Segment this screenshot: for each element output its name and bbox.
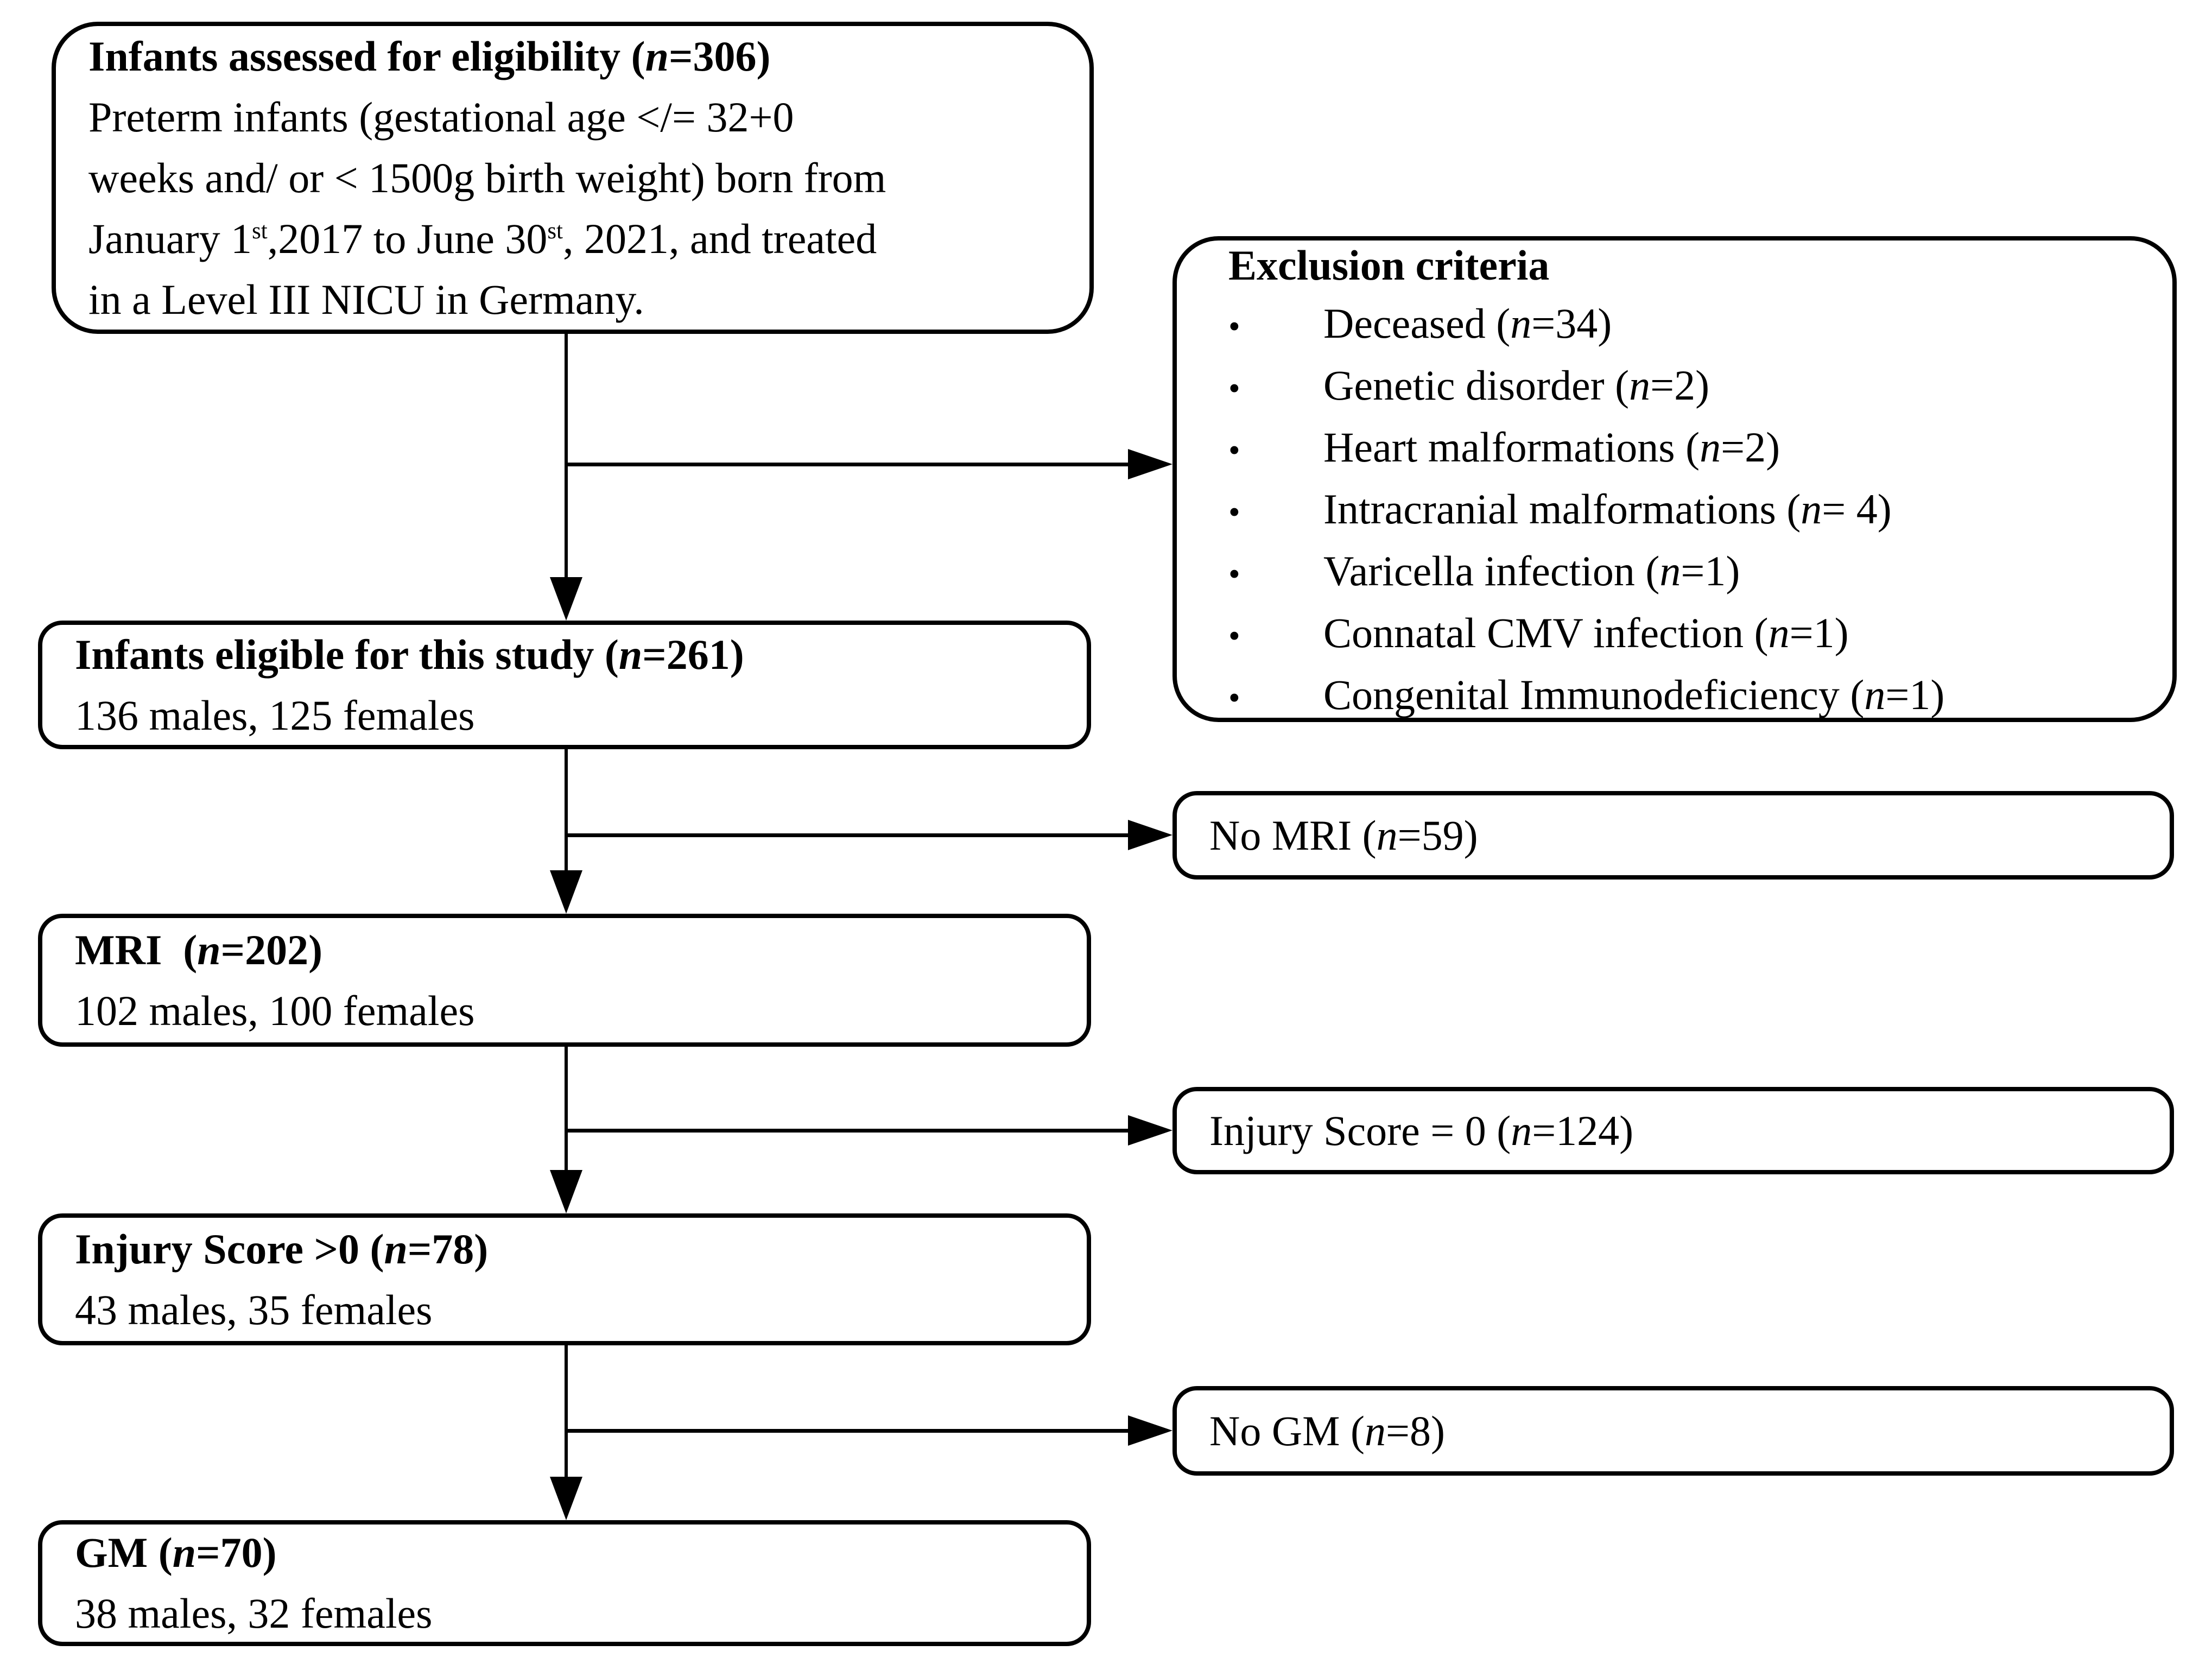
eligible-box: Infants eligible for this study (n=261) …	[38, 621, 1091, 749]
flow-line-injury-to-gm	[565, 1343, 568, 1477]
branch-line-exclusion	[566, 463, 1132, 466]
exclusion-item-deceased: • Deceased (n=34)	[1228, 294, 2156, 356]
exclusion-box: Exclusion criteria • Deceased (n=34) • G…	[1172, 236, 2177, 722]
injury-score-gt0-title: Injury Score >0 (n=78)	[75, 1225, 489, 1273]
exclusion-item-heart: • Heart malformations (n=2)	[1228, 418, 2156, 480]
assessed-body-line3: weeks and/ or < 1500g birth weight) born…	[88, 154, 886, 201]
gm-title: GM (n=70)	[75, 1529, 277, 1576]
arrowhead-down-eligible	[550, 577, 582, 621]
assessed-body-line4: January 1st,2017 to June 30st, 2021, and…	[88, 214, 877, 262]
exclusion-item-cmv: • Connatal CMV infection (n=1)	[1228, 604, 2156, 666]
flow-line-assessed-to-eligible	[565, 331, 568, 578]
bullet-icon: •	[1228, 556, 1240, 593]
no-mri-box: No MRI (n=59)	[1172, 791, 2174, 880]
no-gm-box: No GM (n=8)	[1172, 1386, 2174, 1476]
bullet-icon: •	[1228, 680, 1240, 717]
bullet-icon: •	[1228, 308, 1240, 345]
exclusion-title: Exclusion criteria	[1228, 242, 1550, 289]
arrowhead-right-exclusion	[1128, 449, 1172, 479]
mri-box: MRI (n=202) 102 males, 100 females	[38, 914, 1091, 1047]
no-gm-title: No GM (n=8)	[1209, 1407, 1445, 1454]
exclusion-item-immunodeficiency: • Congenital Immunodeficiency (n=1)	[1228, 666, 2156, 728]
exclusion-item-intracranial: • Intracranial malformations (n= 4)	[1228, 480, 2156, 542]
mri-title: MRI (n=202)	[75, 926, 323, 973]
branch-line-injury-zero	[566, 1129, 1132, 1133]
gm-subtext: 38 males, 32 females	[75, 1590, 433, 1637]
flow-line-mri-to-injury	[565, 1045, 568, 1170]
bullet-icon: •	[1228, 432, 1240, 469]
arrowhead-right-no-gm	[1128, 1415, 1172, 1446]
assessed-body-line2: Preterm infants (gestational age </= 32+…	[88, 93, 794, 141]
branch-line-no-gm	[566, 1429, 1132, 1433]
exclusion-item-varicella: • Varicella infection (n=1)	[1228, 542, 2156, 604]
bullet-icon: •	[1228, 370, 1240, 407]
arrowhead-down-gm	[550, 1477, 582, 1520]
assessed-title: Infants assessed for eligibility (n=306)	[88, 32, 771, 80]
eligible-title: Infants eligible for this study (n=261)	[75, 630, 744, 678]
injury-score-zero-box: Injury Score = 0 (n=124)	[1172, 1087, 2174, 1174]
arrowhead-right-injury-zero	[1128, 1115, 1172, 1146]
branch-line-no-mri	[566, 833, 1132, 837]
assessed-body-line5: in a Level III NICU in Germany.	[88, 275, 644, 323]
injury-score-zero-title: Injury Score = 0 (n=124)	[1209, 1106, 1634, 1154]
exclusion-item-genetic: • Genetic disorder (n=2)	[1228, 356, 2156, 418]
gm-box: GM (n=70) 38 males, 32 females	[38, 1520, 1091, 1646]
arrowhead-down-mri	[550, 870, 582, 914]
arrowhead-right-no-mri	[1128, 820, 1172, 850]
mri-subtext: 102 males, 100 females	[75, 986, 475, 1034]
bullet-icon: •	[1228, 618, 1240, 655]
injury-score-gt0-box: Injury Score >0 (n=78) 43 males, 35 fema…	[38, 1213, 1091, 1345]
injury-score-gt0-subtext: 43 males, 35 females	[75, 1286, 433, 1333]
arrowhead-down-injury	[550, 1170, 582, 1213]
bullet-icon: •	[1228, 494, 1240, 531]
flow-line-eligible-to-mri	[565, 747, 568, 870]
no-mri-title: No MRI (n=59)	[1209, 811, 1478, 859]
eligible-subtext: 136 males, 125 females	[75, 691, 475, 739]
assessed-box: Infants assessed for eligibility (n=306)…	[52, 22, 1094, 334]
